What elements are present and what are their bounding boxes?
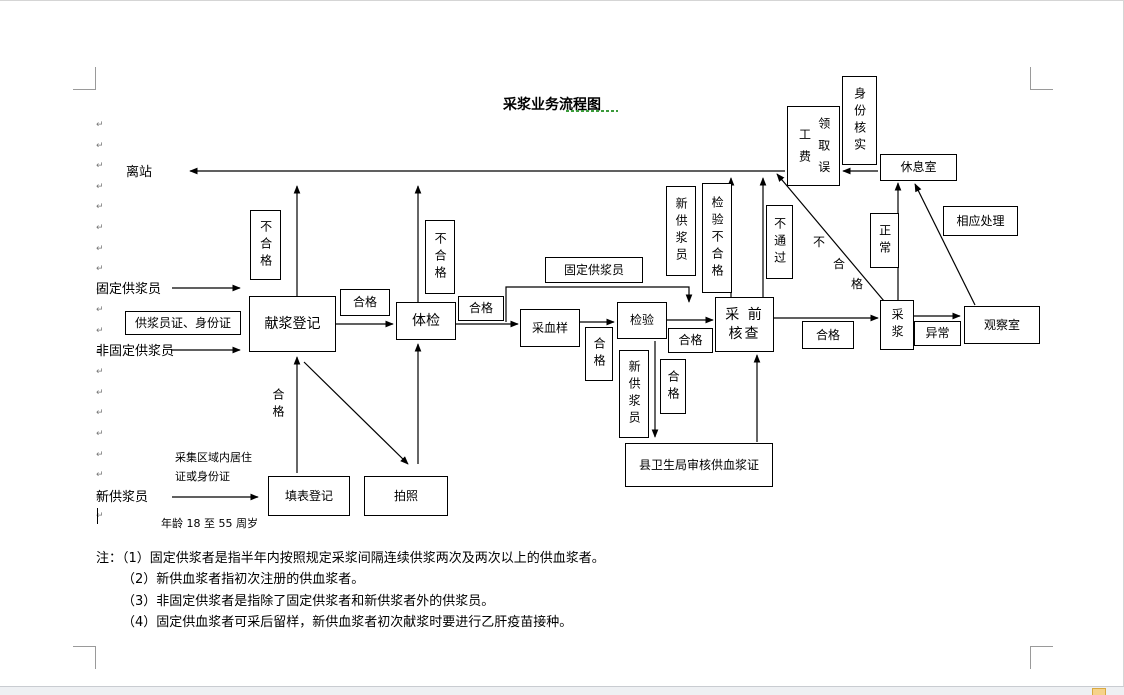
- photo-box: 拍照: [364, 476, 448, 516]
- paragraph-mark: ↵: [96, 244, 104, 254]
- identity-verify-box: 身份核实: [842, 76, 877, 165]
- paragraph-mark: ↵: [96, 285, 104, 295]
- nonfixed-donor-label: 非固定供浆员: [96, 344, 175, 359]
- fixed-donor-path-box: 固定供浆员: [545, 257, 643, 283]
- pass-label-box: 合格: [660, 359, 686, 414]
- pass-label-box: 合格: [585, 327, 613, 381]
- blood-sample-box: 采血样: [520, 309, 580, 347]
- pass-label: 合格: [271, 388, 285, 422]
- test-fail-box: 检验不合格: [702, 183, 732, 293]
- pass-label-box: 合格: [340, 289, 390, 316]
- paragraph-mark: ↵: [96, 491, 104, 501]
- fill-form-register-box: 填表登记: [268, 476, 350, 516]
- paragraph-mark: ↵: [96, 408, 104, 418]
- paragraph-mark: ↵: [96, 182, 104, 192]
- page-corner-mark: [73, 646, 96, 669]
- page-corner-mark: [1030, 646, 1053, 669]
- lab-test-box: 检验: [617, 302, 667, 339]
- page-corner-mark: [73, 67, 96, 90]
- pass-label-box: 合格: [668, 328, 713, 353]
- credential-label: 采集区域内居住证或身份证: [175, 451, 252, 483]
- pass-label-box: 合格: [458, 296, 504, 321]
- new-donor-label: 新供浆员: [96, 490, 149, 505]
- paragraph-mark: ↵: [96, 223, 104, 233]
- paragraph-mark: ↵: [96, 470, 104, 480]
- corresponding-handling-box: 相应处理: [943, 206, 1018, 236]
- fail-diagonal-char: 合: [833, 257, 846, 271]
- status-bar-grip[interactable]: [1092, 688, 1106, 695]
- paragraph-mark: ↵: [96, 347, 104, 357]
- physical-exam-box: 体检: [396, 302, 456, 340]
- window-top-border: [0, 0, 1124, 1]
- leave-station-label: 离站: [126, 165, 153, 180]
- register-fail-box: 不合格: [250, 210, 281, 280]
- spellcheck-underline: [566, 110, 618, 112]
- paragraph-mark: ↵: [96, 429, 104, 439]
- page-corner-mark: [1030, 67, 1053, 90]
- diagram-title: 采浆业务流程图: [503, 97, 601, 113]
- paragraph-mark: ↵: [96, 305, 104, 315]
- status-bar: [0, 686, 1124, 695]
- paragraph-mark: ↵: [96, 202, 104, 212]
- donor-id-card-box: 供浆员证、身份证: [125, 311, 241, 335]
- pass-label-box: 合格: [802, 321, 854, 349]
- fixed-donor-label: 固定供浆员: [96, 282, 162, 297]
- note-2: （2）新供血浆者指初次注册的供血浆者。: [122, 572, 365, 587]
- abnormal-box: 异常: [914, 321, 961, 346]
- paragraph-mark: ↵: [96, 326, 104, 336]
- physical-fail-box: 不合格: [425, 220, 455, 294]
- plasma-collection-box: 采浆: [880, 300, 914, 350]
- rest-room-box: 休息室: [880, 154, 957, 181]
- donation-register-box: 献浆登记: [249, 296, 336, 352]
- paragraph-mark: ↵: [96, 120, 104, 130]
- normal-box: 正常: [870, 213, 899, 268]
- fail-diagonal-char: 格: [851, 277, 864, 291]
- fail-diagonal-char: 不: [813, 235, 826, 249]
- note-1: 注：（1）固定供浆者是指半年内按照规定采浆间隔连续供浆两次及两次以上的供血浆者。: [96, 551, 605, 566]
- paragraph-mark: ↵: [96, 161, 104, 171]
- note-4: （4）固定供血浆者可采后留样，新供血浆者初次献浆时要进行乙肝疫苗接种。: [122, 615, 573, 630]
- note-3: （3）非固定供浆者是指除了固定供浆者和新供浆者外的供浆员。: [122, 594, 495, 609]
- paragraph-mark: ↵: [96, 264, 104, 274]
- age-requirement-label: 年龄 18 至 55 周岁: [161, 517, 258, 530]
- new-donor-top-box: 新供浆员: [666, 186, 696, 276]
- observation-room-box: 观察室: [964, 306, 1040, 344]
- paragraph-mark: ↵: [96, 450, 104, 460]
- new-donor-bottom-box: 新供浆员: [619, 350, 649, 438]
- lost-wage-fee-box: 领 取 误 工 费: [787, 106, 840, 186]
- text-cursor: [97, 508, 98, 524]
- paragraph-mark: ↵: [96, 141, 104, 151]
- not-pass-box: 不通过: [766, 205, 793, 279]
- paragraph-mark: ↵: [96, 388, 104, 398]
- pre-collection-check-box: 采 前 核查: [715, 297, 774, 352]
- county-health-bureau-box: 县卫生局审核供血浆证: [625, 443, 773, 487]
- paragraph-mark: ↵: [96, 367, 104, 377]
- paragraph-mark: ↵: [96, 511, 104, 521]
